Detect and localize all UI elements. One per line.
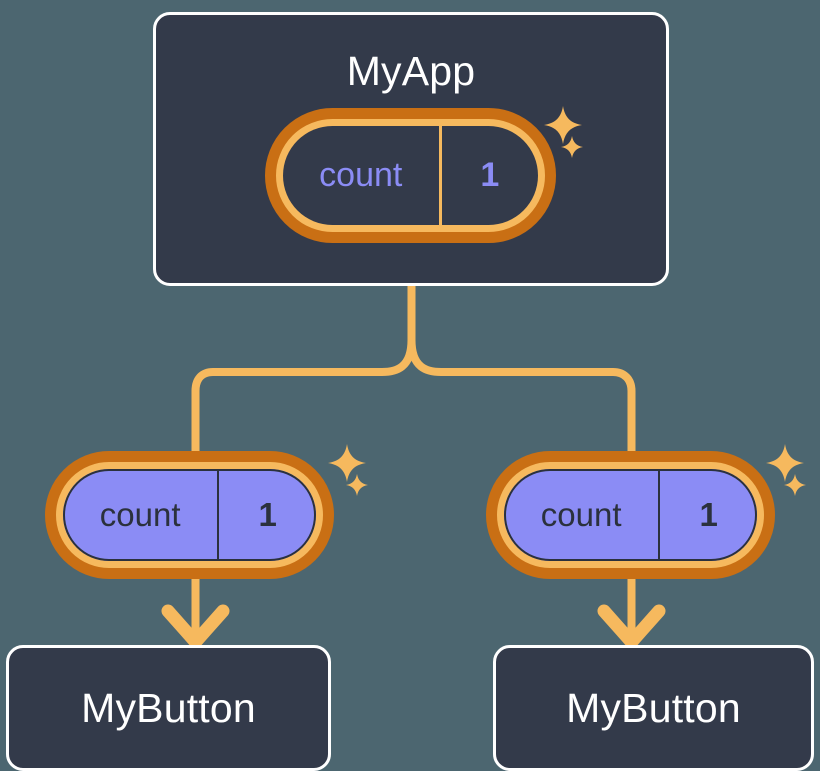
state-pill-body: count 1 — [63, 469, 316, 561]
component-label-mybutton: MyButton — [566, 684, 741, 731]
state-value-label: 1 — [699, 496, 718, 533]
state-key-label: count — [63, 469, 220, 561]
component-label-mybutton: MyButton — [81, 684, 256, 731]
component-card-mybutton-right[interactable]: MyButton — [493, 645, 814, 771]
sparkle-large-icon — [765, 443, 805, 483]
state-value-label: 1 — [480, 156, 500, 194]
component-label-myapp: MyApp — [346, 48, 476, 94]
state-pill-body: count 1 — [504, 469, 757, 561]
sparkle-small-icon — [783, 473, 807, 497]
state-key-label: count — [504, 469, 661, 561]
sparkle-small-icon — [345, 473, 369, 497]
arrow-down-left — [161, 572, 230, 649]
state-pill-right[interactable]: count 1 — [486, 451, 775, 579]
state-pill-root[interactable]: count 1 — [265, 108, 556, 243]
arrow-down-right — [597, 572, 666, 649]
state-value-label: 1 — [258, 496, 277, 533]
state-pill-body: count 1 — [283, 126, 538, 225]
state-pill-left[interactable]: count 1 — [45, 451, 334, 579]
tree-connector — [191, 285, 636, 464]
component-card-mybutton-left[interactable]: MyButton — [6, 645, 331, 771]
sparkle-large-icon — [327, 443, 367, 483]
state-key-label: count — [283, 126, 442, 225]
